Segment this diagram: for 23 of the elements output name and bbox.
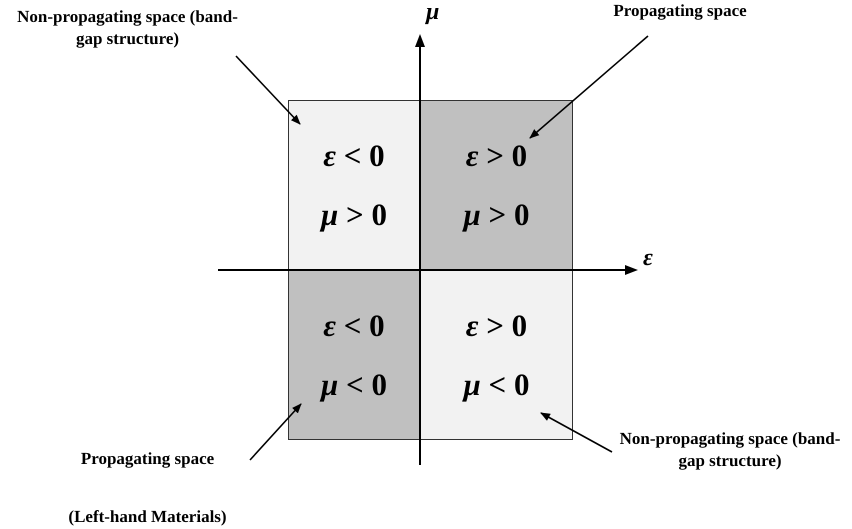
inequality-text: μ > 0 — [321, 199, 387, 230]
quadrant-panel — [288, 100, 420, 270]
quadrant-panel — [420, 270, 573, 440]
leader-arrow — [249, 403, 302, 461]
inequality-text: ε > 0 — [466, 140, 528, 171]
leader-arrow — [235, 55, 301, 125]
inequality-text: ε < 0 — [323, 310, 385, 341]
quadrant-panel — [288, 270, 420, 440]
inequality-text: μ > 0 — [464, 199, 530, 230]
axis-label: μ — [426, 0, 440, 24]
callout-text: Non-propagating space (band-gap structure) — [16, 6, 239, 50]
inequality-text: μ < 0 — [464, 369, 530, 400]
inequality-text: μ < 0 — [321, 369, 387, 400]
callout-text: Non-propagating space (band-gap structure) — [618, 428, 842, 472]
inequality-text: ε > 0 — [466, 310, 528, 341]
callout-text: Propagating space — [613, 0, 747, 22]
callout-text: Propagating space — [80, 448, 214, 470]
leader-arrow — [540, 412, 612, 453]
quadrant-panel — [420, 100, 573, 270]
inequality-text: ε < 0 — [323, 140, 385, 171]
leader-arrow — [529, 35, 649, 139]
callout-text: (Left-hand Materials) — [68, 506, 227, 528]
axis-label: ε — [643, 246, 653, 270]
